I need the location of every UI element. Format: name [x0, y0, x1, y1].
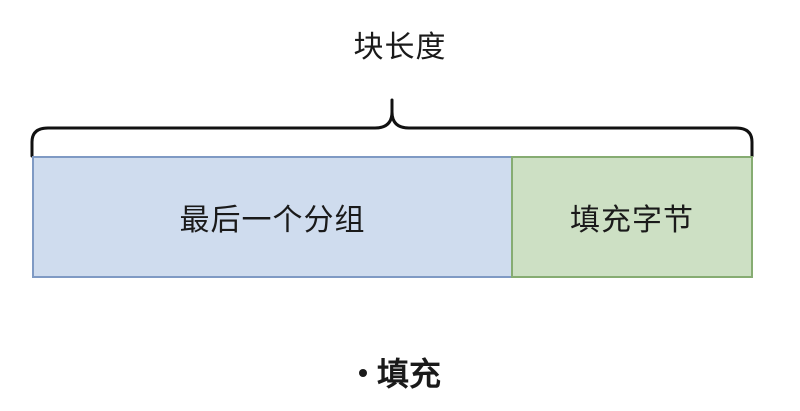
- padding-bytes-label: 填充字节: [570, 203, 694, 238]
- bullet-dot-icon: [358, 369, 367, 377]
- curly-brace: [30, 98, 754, 158]
- bullet-item: 填充: [0, 352, 800, 396]
- last-group-block: 最后一个分组: [32, 156, 513, 278]
- last-group-label: 最后一个分组: [179, 203, 366, 238]
- bullet-text: 填充: [376, 355, 441, 393]
- padding-bytes-block: 填充字节: [511, 156, 753, 278]
- block-length-label: 块长度: [353, 30, 447, 65]
